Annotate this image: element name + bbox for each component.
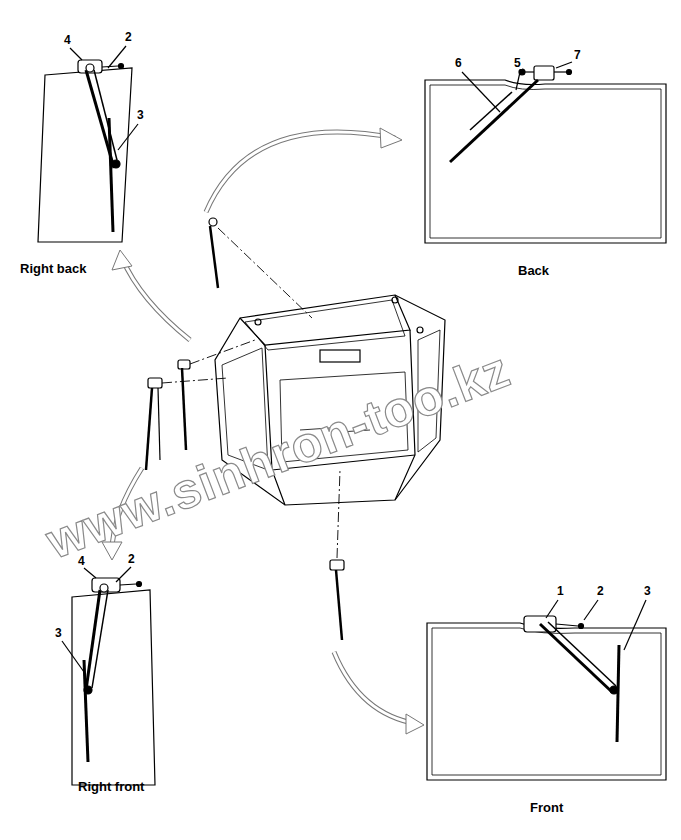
watermark: www.sinhron-too.kz	[40, 344, 516, 567]
callout-number: 2	[127, 553, 136, 565]
wiper-motor	[534, 66, 554, 80]
callout-number: 1	[556, 585, 565, 597]
callout-number: 6	[454, 57, 463, 69]
callout-number: 5	[513, 57, 522, 69]
right-front-glass	[72, 590, 155, 785]
view-caption: Right back	[20, 262, 86, 275]
right-back-glass	[38, 68, 132, 242]
wiper-motor	[92, 578, 120, 592]
callout-number: 3	[54, 627, 63, 639]
callout-number: 3	[136, 109, 145, 121]
callout-number: 3	[643, 585, 652, 597]
view-caption: Front	[530, 801, 563, 814]
callout-number: 2	[124, 31, 133, 43]
callout-number: 2	[596, 585, 605, 597]
view-caption: Back	[518, 264, 549, 277]
view-caption: Right front	[78, 780, 144, 793]
wiper-motor	[78, 60, 102, 73]
callout-number: 7	[573, 49, 582, 61]
callout-number: 4	[63, 34, 72, 46]
callout-number: 4	[77, 555, 86, 567]
